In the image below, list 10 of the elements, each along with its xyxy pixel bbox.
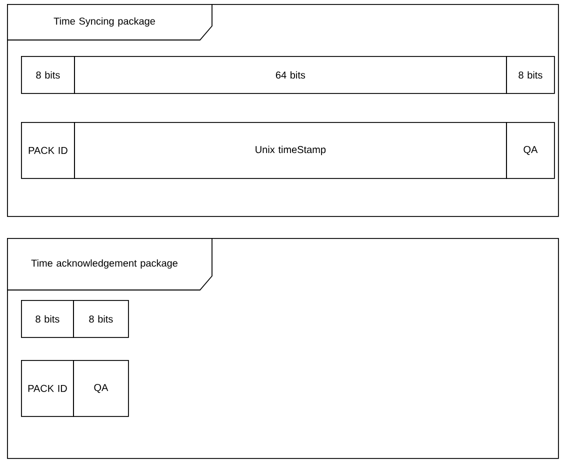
field-cell: 8 bits	[21, 56, 75, 94]
field-cell: PACK ID	[21, 360, 74, 417]
field-cell: QA	[506, 122, 555, 179]
field-cell: QA	[73, 360, 129, 417]
field-cell: PACK ID	[21, 122, 75, 179]
field-cell: 8 bits	[73, 300, 129, 338]
field-cell: Unix timeStamp	[74, 122, 507, 179]
field-cell: 8 bits	[506, 56, 555, 94]
field-cell: 64 bits	[74, 56, 507, 94]
field-cell: 8 bits	[21, 300, 74, 338]
